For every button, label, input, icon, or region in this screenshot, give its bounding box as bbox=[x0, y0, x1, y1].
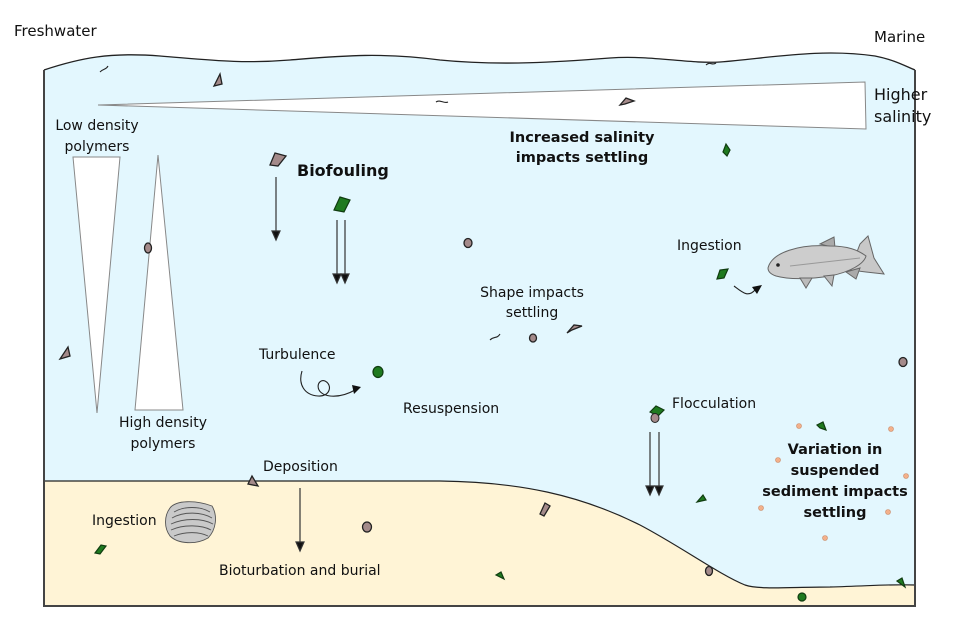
high-density-line-2: polymers bbox=[130, 436, 196, 452]
water-surface-line bbox=[43, 52, 916, 71]
low-density-line-1: Low density bbox=[55, 118, 139, 134]
clam-ingestion-label: Ingestion bbox=[92, 513, 157, 529]
high-density-line-1: High density bbox=[119, 415, 207, 431]
deposition-label: Deposition bbox=[263, 459, 338, 475]
salinity-impact-line-2: impacts settling bbox=[515, 150, 649, 166]
ingestion-arrow-icon bbox=[733, 285, 762, 295]
biofouled-particle-icon bbox=[93, 142, 907, 602]
sediment-bed bbox=[44, 481, 915, 606]
flocculation-label: Flocculation bbox=[672, 396, 757, 412]
low-density-wedge bbox=[72, 156, 121, 414]
sediment-impact-label: Variation in suspended sediment impacts … bbox=[760, 440, 910, 524]
freshwater-label: Freshwater bbox=[14, 22, 97, 40]
sediment-impact-line-1: Variation in bbox=[787, 442, 883, 458]
resuspension-label: Resuspension bbox=[403, 401, 500, 417]
biofouling-label: Biofouling bbox=[297, 161, 389, 180]
shape-impact-line-1: Shape impacts bbox=[480, 285, 584, 301]
higher-salinity-label: Higher salinity bbox=[874, 84, 931, 128]
sediment-particle-icon bbox=[758, 423, 909, 541]
salinity-gradient-wedge bbox=[97, 81, 867, 130]
higher-salinity-line-1: Higher bbox=[874, 85, 928, 104]
frame bbox=[43, 70, 916, 607]
fish-ingestion-label: Ingestion bbox=[677, 238, 742, 254]
sediment-impact-line-2: suspended bbox=[790, 463, 880, 479]
microplastic-fragment-icon bbox=[58, 72, 908, 577]
salinity-impact-label: Increased salinity impacts settling bbox=[492, 128, 672, 168]
low-density-line-2: polymers bbox=[64, 139, 130, 155]
high-density-wedge bbox=[134, 154, 184, 411]
sediment-impact-line-4: settling bbox=[803, 505, 867, 521]
clam-icon bbox=[165, 501, 216, 544]
microplastic-fiber-icon bbox=[99, 62, 717, 341]
sediment-surface-line bbox=[44, 480, 916, 589]
marine-label: Marine bbox=[874, 28, 926, 46]
bioturbation-label: Bioturbation and burial bbox=[219, 563, 381, 579]
sediment-particle-icon bbox=[650, 413, 660, 423]
water-body bbox=[44, 52, 915, 601]
sediment-impact-line-3: sediment impacts bbox=[762, 484, 908, 500]
low-density-label: Low density polymers bbox=[52, 116, 142, 158]
fish-icon bbox=[767, 235, 885, 289]
higher-salinity-line-2: salinity bbox=[874, 107, 932, 126]
turbulence-swirl-icon bbox=[300, 370, 361, 397]
shape-impact-line-2: settling bbox=[505, 305, 559, 321]
turbulence-label: Turbulence bbox=[259, 347, 336, 363]
salinity-impact-line-1: Increased salinity bbox=[509, 130, 655, 146]
high-density-label: High density polymers bbox=[108, 413, 218, 455]
shape-impact-label: Shape impacts settling bbox=[472, 283, 592, 323]
settling-arrow-icon bbox=[271, 177, 664, 553]
